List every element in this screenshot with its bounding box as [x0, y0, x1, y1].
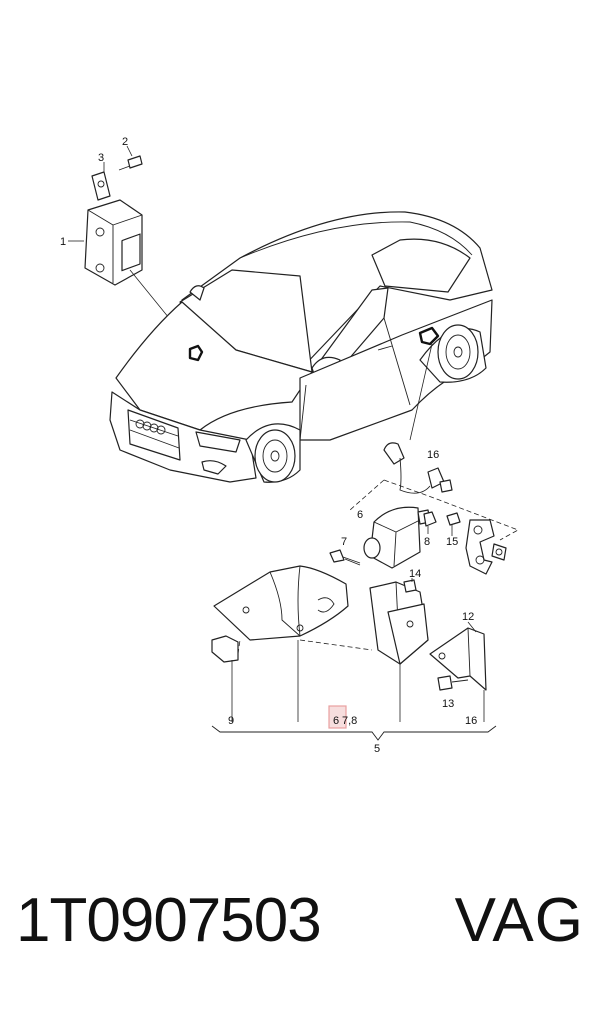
callout-row-7-8: 7,8 [342, 715, 357, 727]
callout-13: 13 [442, 698, 454, 710]
callout-3: 3 [98, 152, 104, 164]
callout-16-top: 16 [427, 449, 439, 461]
car-illustration [109, 211, 493, 483]
part-number: 1T0907503 [16, 886, 322, 955]
location-marker-door [418, 326, 440, 346]
front-wheel [245, 423, 301, 483]
callout-6: 6 [357, 509, 363, 521]
brand-name: VAG [454, 886, 584, 955]
location-marker-hood [188, 344, 204, 362]
level-sender-assembly [329, 506, 507, 575]
mounting-bracket [211, 565, 373, 663]
callout-7: 7 [341, 536, 347, 548]
callout-12: 12 [462, 611, 474, 623]
highlight-box [328, 705, 347, 729]
four-rings-logo [135, 419, 166, 435]
callout-leaders [211, 640, 497, 741]
callout-8: 8 [424, 536, 430, 548]
callout-row-6: 6 [333, 715, 339, 727]
support-bracket [369, 578, 429, 665]
callout-14: 14 [409, 568, 421, 580]
callout-2: 2 [122, 136, 128, 148]
footer: 1T0907503 VAG [0, 885, 600, 985]
sensor-cable-assembly [349, 442, 519, 541]
callout-9: 9 [228, 715, 234, 727]
callout-16-bottom: 16 [465, 715, 477, 727]
callout-1: 1 [60, 236, 66, 248]
rear-wheel [419, 324, 487, 383]
callout-15: 15 [446, 536, 458, 548]
callout-5: 5 [374, 743, 380, 755]
bracket-12 [429, 621, 487, 691]
